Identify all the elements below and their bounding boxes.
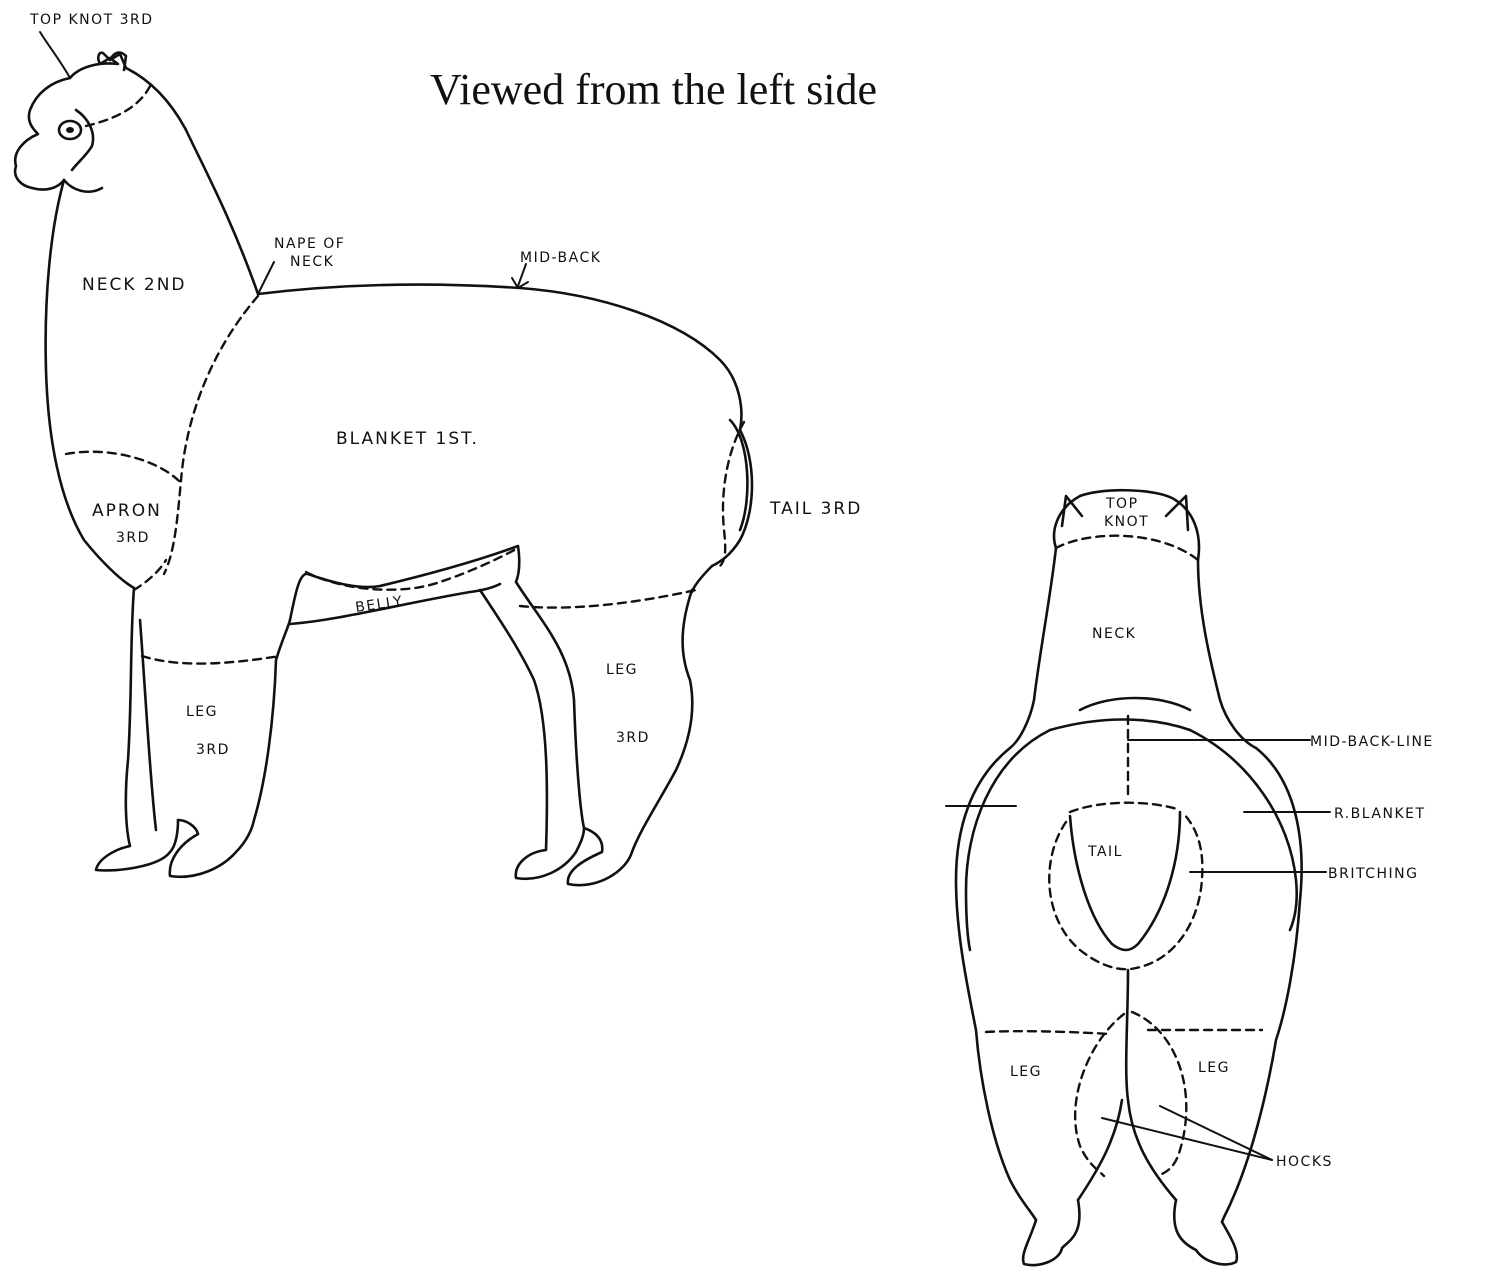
side-label-nape-2: NECK: [290, 254, 334, 270]
side-rear-leg-2: [516, 582, 692, 885]
side-chest-front-leg: [96, 588, 178, 870]
side-label-rear-leg-2: 3RD: [616, 730, 650, 746]
side-label-tail: TAIL 3RD: [769, 499, 862, 519]
rear-neck-arc: [1080, 698, 1190, 710]
hocks-leader-1: [1102, 1118, 1272, 1160]
rear-label-knot: KNOT: [1104, 514, 1149, 530]
rear-body-top-arc: [1050, 720, 1190, 731]
rear-label-hocks: HOCKS: [1276, 1154, 1333, 1170]
rear-label-leg-right: LEG: [1198, 1060, 1230, 1076]
side-label-mid-back: MID-BACK: [520, 250, 601, 266]
side-apron-lower: [134, 560, 166, 590]
rear-foot-left: [1023, 1200, 1079, 1265]
side-neck-front: [46, 180, 134, 588]
rear-body-right-inner: [1190, 730, 1297, 930]
side-label-apron-1: APRON: [92, 501, 162, 521]
side-rear-leg-1: [480, 590, 584, 879]
rear-label-britching: BRITCHING: [1328, 866, 1418, 882]
side-topknot-boundary: [86, 82, 152, 126]
rear-body-left-inner: [966, 730, 1050, 950]
rear-hock-right: [1132, 1012, 1186, 1174]
rear-body-left: [956, 748, 1036, 1220]
rear-center-line: [1126, 970, 1176, 1200]
side-neck-blanket-boundary: [164, 296, 258, 574]
rear-leg-boundary-left: [986, 1031, 1108, 1034]
side-label-front-leg-1: LEG: [186, 704, 218, 720]
side-front-leg-boundary: [142, 656, 280, 664]
side-eye-pupil: [66, 127, 74, 133]
side-apron-boundary: [66, 452, 182, 484]
nape-leader: [258, 262, 274, 294]
rear-label-mid-back-line: MID-BACK-LINE: [1310, 734, 1434, 750]
side-label-top-knot: TOP KNOT 3RD: [29, 12, 154, 28]
side-head-outline: [70, 53, 258, 294]
side-hind-quarter: [692, 566, 712, 592]
rear-tail: [1070, 812, 1180, 950]
mid-back-arrow: [512, 264, 528, 288]
side-label-rear-leg-1: LEG: [606, 662, 638, 678]
rear-label-tail: TAIL: [1087, 844, 1123, 860]
side-belly-boundary: [306, 548, 518, 590]
diagram-title: Viewed from the left side: [430, 65, 877, 114]
side-label-blanket: BLANKET 1ST.: [336, 429, 479, 449]
side-label-belly: BELLY: [354, 593, 404, 616]
rear-neck-left: [1010, 548, 1056, 748]
side-tail: [730, 420, 747, 530]
side-face-outline: [15, 78, 102, 192]
top-knot-leader: [40, 32, 70, 78]
rear-label-neck: NECK: [1092, 626, 1136, 642]
side-back-outline: [258, 285, 741, 430]
rear-label-r-blanket: R.BLANKET: [1334, 806, 1426, 822]
side-label-nape-1: NAPE OF: [274, 236, 345, 252]
side-label-front-leg-2: 3RD: [196, 742, 230, 758]
rear-center-line-2: [1078, 1100, 1122, 1200]
side-front-leg-back: [140, 620, 156, 830]
side-cheek: [72, 110, 93, 170]
rear-view-alpaca: TOP KNOT NECK MID-BACK-LINE R.BLANKET TA…: [946, 490, 1434, 1265]
side-rear-leg-boundary: [520, 590, 696, 608]
rear-hock-left: [1075, 1014, 1124, 1176]
side-label-neck: NECK 2ND: [82, 275, 187, 295]
rear-topknot-boundary: [1056, 536, 1198, 560]
side-label-apron-2: 3RD: [116, 530, 150, 546]
rear-label-top: TOP: [1105, 496, 1139, 512]
rear-neck-right: [1198, 560, 1256, 748]
side-belly-line: [290, 546, 519, 620]
rear-tail-boundary: [1070, 803, 1180, 812]
side-tail-boundary: [720, 422, 744, 566]
side-view-alpaca: TOP KNOT 3RD NAPE OF NECK MID-BACK NECK …: [15, 12, 862, 885]
rear-label-leg-left: LEG: [1010, 1064, 1042, 1080]
